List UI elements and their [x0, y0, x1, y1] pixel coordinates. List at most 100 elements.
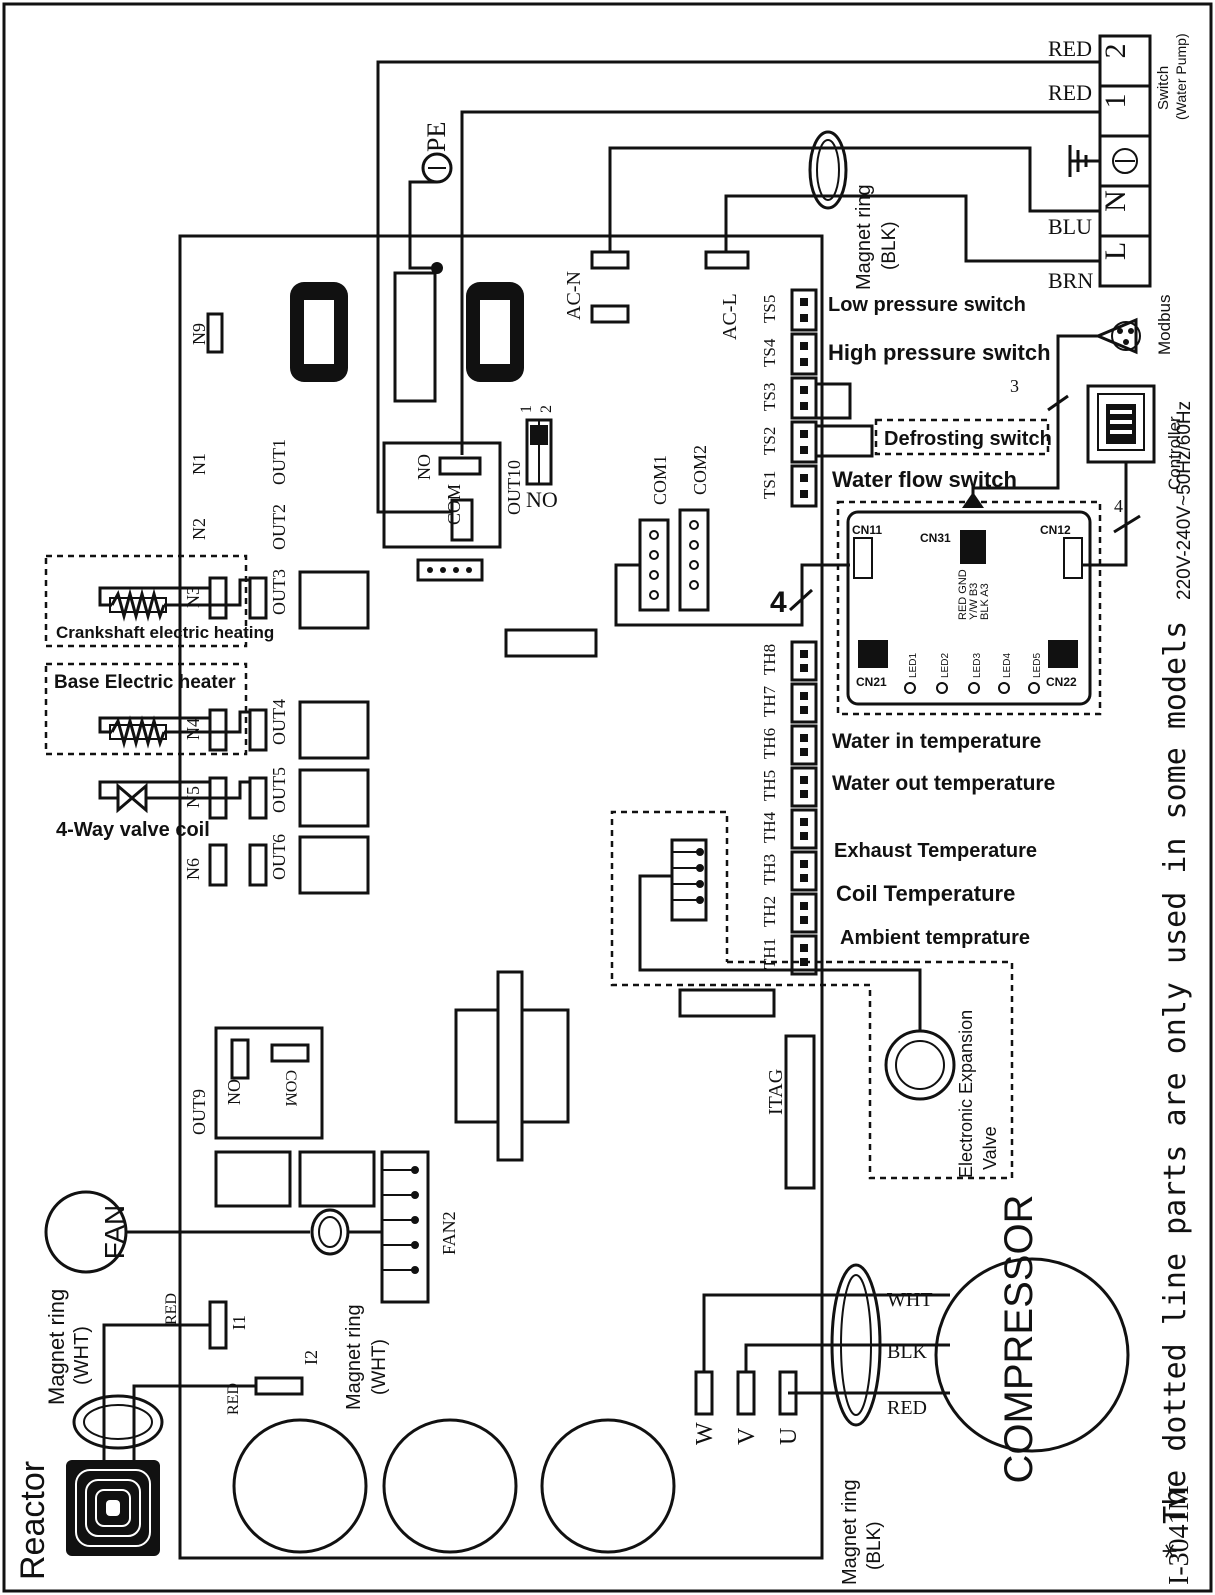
controller-label: Controller [1165, 416, 1184, 490]
exhaust-label: Exhaust Temperature [834, 840, 1037, 862]
comp-wire-wht: WHT [887, 1289, 933, 1311]
n9-terminal [206, 312, 224, 354]
comm-board-dotted [836, 500, 1102, 716]
exv-connector [670, 838, 708, 922]
i2-terminal [254, 1376, 304, 1396]
out3-terminal [248, 576, 268, 620]
cn31-label: CN31 [920, 531, 951, 545]
comm-board [846, 510, 1092, 706]
pe-label: PE [422, 122, 451, 152]
ts1-label: TS1 [760, 471, 779, 499]
out3-label: OUT3 [269, 569, 289, 615]
led3-label: LED3 [972, 653, 983, 678]
n2-label: N2 [189, 518, 209, 540]
led2-icon [936, 682, 948, 694]
exv-label-1: Electronic Expansion [956, 1010, 976, 1178]
n9-label: N9 [189, 323, 209, 345]
th-connectors [790, 640, 818, 976]
terminal-1: 1 [1099, 94, 1132, 109]
crankshaft-heater-box [44, 554, 248, 648]
reactor-ring-label: Magnet ring [44, 1289, 69, 1405]
main-board-outline [178, 234, 824, 1560]
th1-label: TH1 [760, 938, 779, 969]
dotted-line-note: * The dotted line parts are only used in… [1158, 621, 1193, 1560]
ts4-label: TS4 [760, 338, 779, 367]
cn12-connector [1063, 537, 1083, 579]
i1-terminal [208, 1300, 228, 1350]
controller-icon [1086, 384, 1156, 464]
n6-terminal [208, 843, 228, 887]
w-terminal [694, 1370, 714, 1416]
compressor-wire-w [702, 1293, 950, 1372]
no-label: NO [414, 454, 434, 480]
four-way-valve-icon [116, 782, 135, 814]
out10-relay [382, 441, 502, 549]
n3-label: N3 [183, 586, 203, 608]
wire-red-2: RED [1048, 80, 1092, 105]
ac-l-label: AC-L [719, 293, 741, 340]
controller-wire [1082, 462, 1128, 567]
out9-no-label: NO [224, 1079, 244, 1105]
w-label: W [692, 1422, 718, 1445]
th4-label: TH4 [760, 811, 779, 843]
cn22-label: CN22 [1046, 675, 1077, 689]
led3-icon [968, 682, 980, 694]
base-heater-icon [110, 715, 166, 749]
th6-label: TH6 [760, 728, 779, 759]
wire-blu: BLU [1048, 214, 1092, 239]
fan-ring-label: Magnet ring [343, 1304, 365, 1410]
out6-terminal [248, 843, 268, 887]
chip-2 [678, 988, 776, 1018]
cn12-label: CN12 [1040, 523, 1071, 537]
fan2-label: FAN2 [439, 1211, 459, 1255]
exv-label-2: Valve [980, 1126, 1000, 1170]
wire-neutral [608, 146, 1100, 252]
com1-connector [638, 518, 670, 612]
ac-n-connector [590, 250, 630, 270]
led2-label: LED2 [940, 653, 951, 678]
led5-label: LED5 [1032, 653, 1043, 678]
ts-connectors [790, 288, 818, 508]
wire-switch-1 [460, 110, 1100, 455]
led1-label: LED1 [908, 653, 919, 678]
out9-label: OUT9 [189, 1089, 209, 1135]
pin-yw-b3: Y/W B3 [968, 583, 980, 620]
terminal-2: 2 [1099, 44, 1132, 59]
i2-wire-color: RED [225, 1383, 242, 1415]
power-terminal-block: 2 1 N L [1098, 34, 1152, 288]
led5-icon [1028, 682, 1040, 694]
model-number: I-3041M [1164, 1485, 1195, 1585]
valve-coil-label: 4-Way valve coil [56, 819, 210, 841]
terminal-n: N [1099, 190, 1132, 212]
modbus-label: Modbus [1155, 295, 1174, 355]
cn11-label: CN11 [852, 523, 882, 537]
ts2-label: TS2 [760, 427, 779, 455]
reactor-label: Reactor [14, 1461, 52, 1580]
itag-label: ITAG [765, 1069, 787, 1115]
pin-blk-a3: BLK A3 [979, 583, 991, 620]
cn22-connector [1048, 640, 1078, 668]
high-pressure-label: High pressure switch [828, 340, 1051, 365]
out9-relay [214, 1026, 324, 1140]
com1-label: COM1 [650, 455, 670, 505]
dip-2-label: 2 [538, 405, 555, 413]
th2-label: TH2 [760, 896, 779, 927]
pin-red-gnd: RED GND [957, 569, 969, 620]
th8-label: TH8 [760, 644, 779, 675]
defrosting-switch-box [874, 418, 1050, 456]
led4-icon [998, 682, 1010, 694]
itag-chip [784, 1034, 816, 1190]
led-row [904, 682, 1040, 694]
ic-chip [504, 628, 598, 658]
modbus-wire-count: 3 [1010, 376, 1019, 396]
i2-label: I2 [301, 1350, 321, 1365]
i1-wire-color: RED [163, 1293, 180, 1325]
ts5-label: TS5 [760, 295, 779, 323]
exv-dotted-box [610, 810, 1014, 1180]
power-supply-label: 220V-240V~50Hz/60Hz [1174, 401, 1195, 600]
compressor-icon [934, 1257, 1130, 1453]
th5-label: TH5 [760, 770, 779, 801]
i1-label: I1 [229, 1315, 249, 1330]
